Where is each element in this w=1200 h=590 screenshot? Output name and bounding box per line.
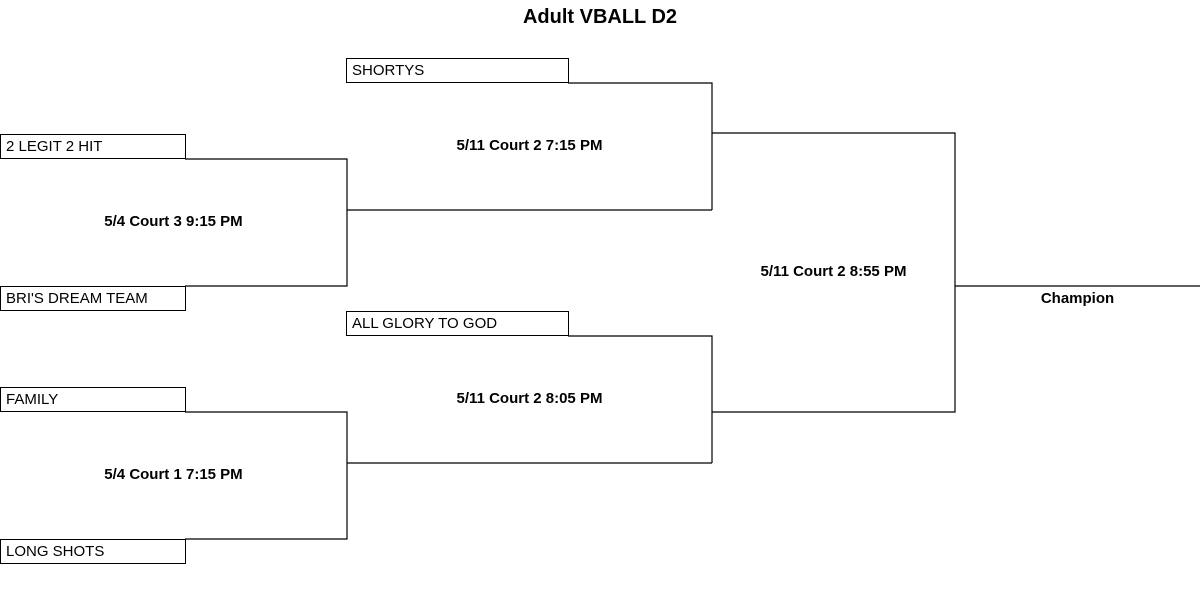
page-title: Adult VBALL D2 bbox=[522, 6, 678, 28]
team-slot-r1-a-bottom: BRI'S DREAM TEAM bbox=[0, 286, 186, 311]
game-label-r2-a: 5/11 Court 2 7:15 PM bbox=[456, 137, 603, 154]
team-slot-r2-a-top: SHORTYS bbox=[346, 58, 569, 83]
team-slot-r1-b-top: FAMILY bbox=[0, 387, 186, 412]
game-label-r2-b: 5/11 Court 2 8:05 PM bbox=[456, 390, 603, 407]
bracket-line-r1-a bbox=[185, 158, 348, 287]
bracket-line-r2-a bbox=[568, 82, 713, 210]
team-slot-r1-b-bottom: LONG SHOTS bbox=[0, 539, 186, 564]
bracket-line-final bbox=[712, 132, 956, 413]
game-label-r1-a: 5/4 Court 3 9:15 PM bbox=[104, 213, 243, 230]
game-label-r1-b: 5/4 Court 1 7:15 PM bbox=[104, 466, 243, 483]
game-label-final: 5/11 Court 2 8:55 PM bbox=[760, 263, 907, 280]
champion-label: Champion bbox=[1040, 290, 1115, 307]
bracket-line-r2-b bbox=[568, 335, 713, 463]
team-slot-r2-b-top: ALL GLORY TO GOD bbox=[346, 311, 569, 336]
bracket-line-r1-b bbox=[185, 411, 348, 540]
team-slot-r1-a-top: 2 LEGIT 2 HIT bbox=[0, 134, 186, 159]
